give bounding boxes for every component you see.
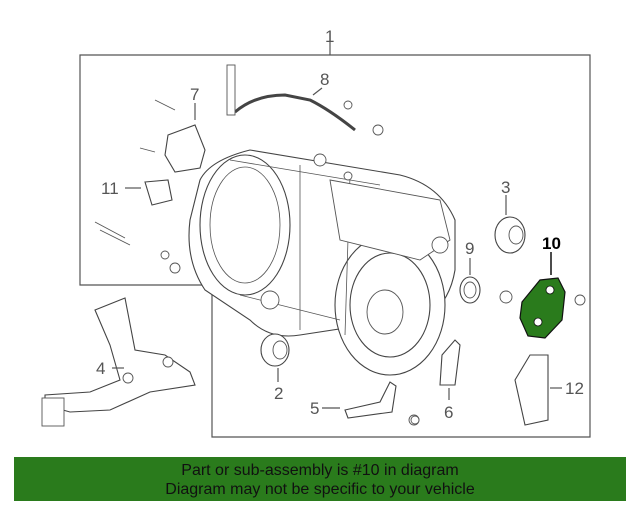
part-10-highlighted (499, 252, 586, 339)
fasteners (94, 153, 420, 425)
callout-5: 5 (310, 399, 319, 418)
parts-diagram: 1 2 3 4 5 6 7 8 9 10 11 12 (41, 27, 591, 438)
part-2-bushing (260, 333, 290, 382)
callout-4: 4 (96, 359, 105, 378)
part-9-seal (459, 258, 481, 304)
assembly-outline (79, 54, 591, 438)
part-3-bushing (494, 195, 526, 254)
part-8-pipe (226, 64, 384, 136)
callout-12: 12 (565, 379, 584, 398)
notice-banner: Part or sub-assembly is #10 in diagram D… (14, 457, 626, 501)
part-6-plate (439, 339, 461, 400)
part-12-shield (514, 354, 562, 426)
callout-10: 10 (542, 234, 561, 253)
banner-line-2: Diagram may not be specific to your vehi… (165, 481, 475, 498)
callout-6: 6 (444, 403, 453, 422)
callout-7: 7 (190, 85, 199, 104)
part-11-sensor (125, 179, 173, 206)
callout-8: 8 (320, 70, 329, 89)
motor-housing-drawing (188, 149, 456, 376)
part-4-bracket (41, 297, 196, 427)
callout-2: 2 (274, 384, 283, 403)
banner-line-1: Part or sub-assembly is #10 in diagram (181, 462, 459, 479)
part-7-mount (139, 99, 206, 173)
callout-11: 11 (101, 179, 119, 198)
part-5-bracket (322, 381, 420, 426)
callout-9: 9 (465, 239, 474, 258)
callout-3: 3 (501, 178, 510, 197)
callout-1: 1 (325, 27, 334, 46)
